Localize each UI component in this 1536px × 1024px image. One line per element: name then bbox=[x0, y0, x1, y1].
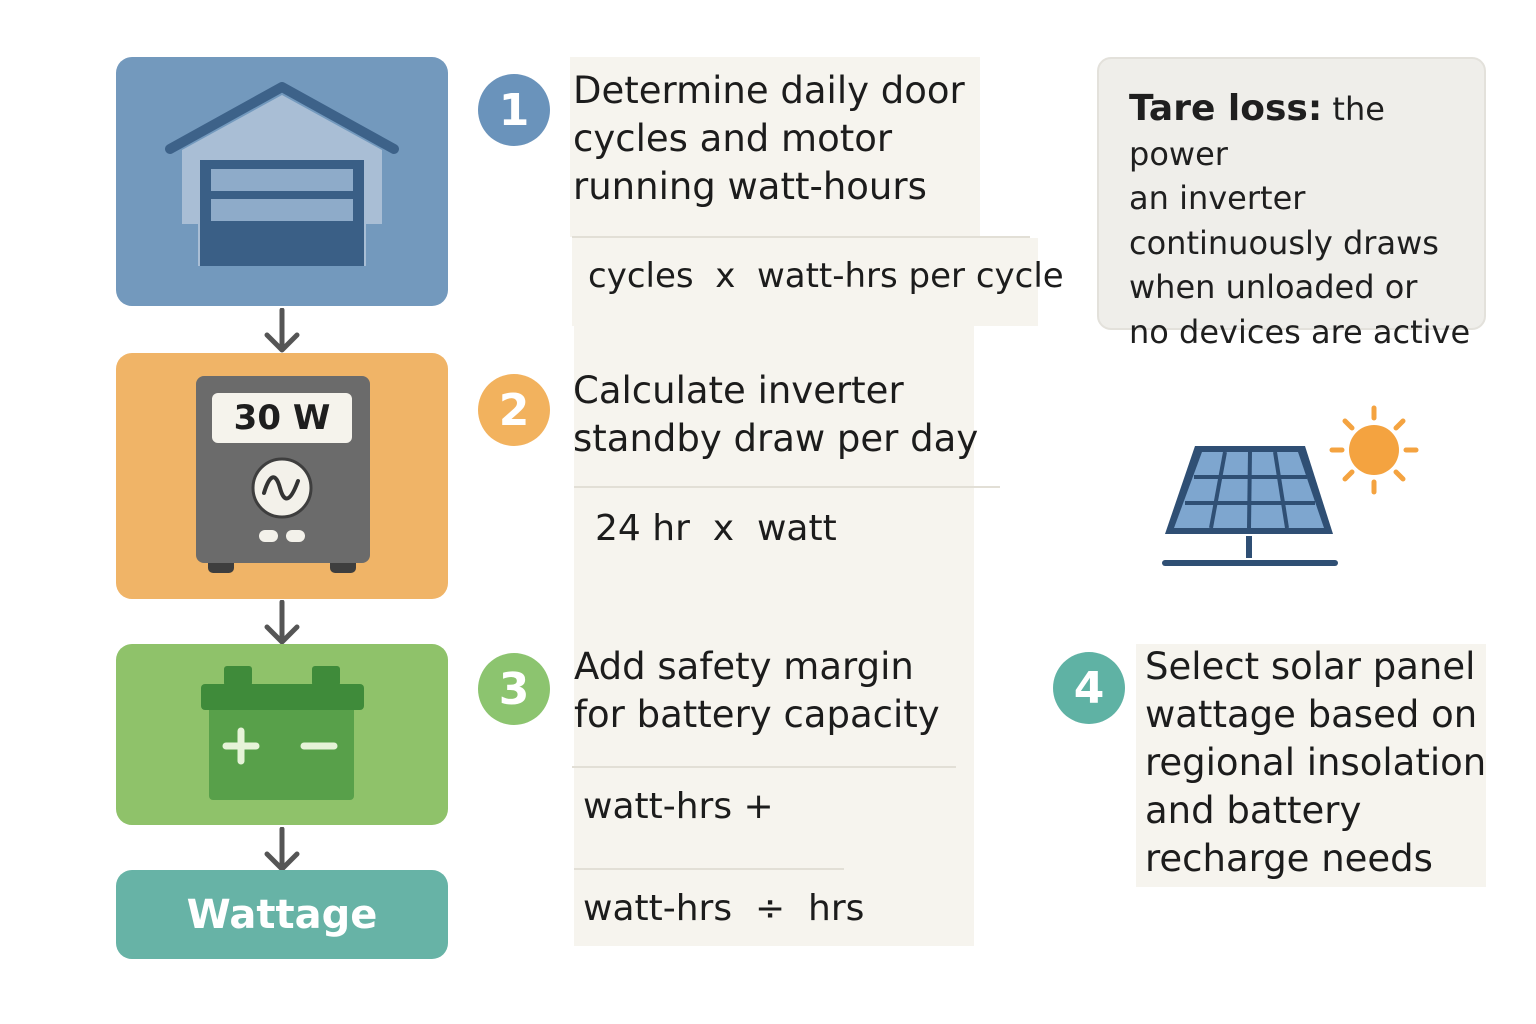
definition-text: Tare loss: the power an inverter continu… bbox=[1129, 88, 1471, 351]
wattage-label: Wattage bbox=[186, 891, 378, 938]
step-2-formula: 24 hr x watt bbox=[595, 508, 837, 549]
definition-term: Tare loss: bbox=[1129, 88, 1323, 129]
inverter-display: 30 W bbox=[233, 398, 331, 438]
step1-card bbox=[570, 57, 980, 237]
step1-formula-card bbox=[572, 238, 1038, 326]
step4-card bbox=[1136, 644, 1486, 887]
battery-tile bbox=[116, 644, 448, 825]
wattage-result: Wattage bbox=[116, 870, 448, 959]
garage-tile bbox=[116, 57, 448, 306]
step-3-title: Add safety margin for battery capacity bbox=[574, 645, 940, 736]
step-1-badge: 1 bbox=[478, 74, 550, 146]
step-2-title: Calculate inverter standby draw per day bbox=[573, 369, 979, 460]
step-4-title: Select solar panel wattage based on regi… bbox=[1145, 645, 1487, 880]
down-arrow-icon bbox=[264, 308, 300, 353]
sun-icon bbox=[1329, 405, 1419, 495]
step-3-formula-a: watt-hrs + bbox=[583, 786, 774, 827]
step-4-badge: 4 bbox=[1053, 652, 1125, 724]
definition-card: Tare loss: the power an inverter continu… bbox=[1097, 57, 1486, 351]
step-2-badge: 2 bbox=[478, 374, 550, 446]
battery-icon bbox=[201, 666, 364, 800]
middle-paper-strip bbox=[574, 326, 974, 946]
divider bbox=[574, 868, 844, 870]
solar-panel-icon bbox=[1162, 446, 1338, 566]
step-1-title: Determine daily door cycles and motor ru… bbox=[573, 69, 965, 208]
divider bbox=[572, 236, 1030, 238]
down-arrow-icon bbox=[264, 600, 300, 645]
solar-panel-illustration bbox=[1162, 405, 1419, 566]
inverter-icon bbox=[196, 376, 370, 573]
inverter-tile: 30 W bbox=[116, 353, 448, 599]
step-3-formula-b: watt-hrs ÷ hrs bbox=[583, 888, 865, 929]
step-3-badge: 3 bbox=[478, 653, 550, 725]
down-arrow-icon bbox=[264, 827, 300, 872]
garage-door-icon bbox=[165, 82, 399, 266]
step-1-formula: cycles x watt-hrs per cycle bbox=[588, 256, 1064, 296]
divider bbox=[572, 766, 956, 768]
divider bbox=[574, 486, 1000, 488]
